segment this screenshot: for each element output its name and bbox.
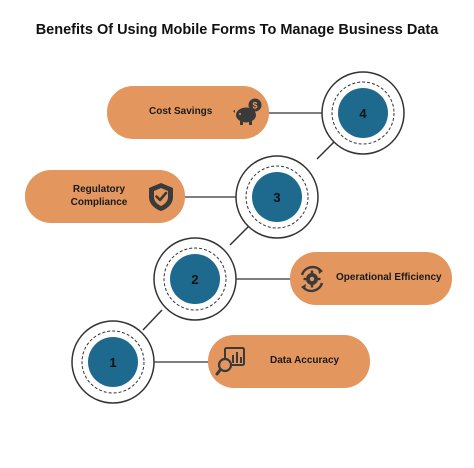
step-4-ring: 4 [321, 71, 405, 155]
connector-3-4 [316, 139, 337, 160]
step-2-label: Operational Efficiency [336, 272, 442, 283]
step-1-number: 1 [109, 355, 116, 370]
step-3-number: 3 [273, 190, 280, 205]
shield-check-icon [146, 181, 176, 218]
gear-cycle-icon [296, 263, 328, 300]
piggy-bank-dollar-icon: $ [232, 96, 264, 133]
svg-text:$: $ [252, 101, 257, 111]
step-1-ring: 1 [71, 320, 155, 404]
step-4-pill: Cost Savings $ [107, 86, 269, 139]
page-title: Benefits Of Using Mobile Forms To Manage… [35, 22, 439, 38]
connector-1-2 [142, 309, 163, 331]
step-1-pill: Data Accuracy [208, 335, 370, 388]
step-3-pill: Regulatory Compliance [25, 170, 185, 223]
step-1-label: Data Accuracy [270, 355, 340, 366]
step-2-number: 2 [191, 272, 198, 287]
magnify-chart-icon [215, 345, 247, 382]
connector-2-3 [229, 225, 250, 246]
step-4-number: 4 [359, 106, 367, 121]
step-3-label: Regulatory Compliance [70, 184, 128, 208]
step-4-label: Cost Savings [149, 106, 213, 117]
step-2-pill: Operational Efficiency [290, 252, 452, 305]
step-3-ring: 3 [235, 155, 319, 239]
step-2-ring: 2 [153, 237, 237, 321]
